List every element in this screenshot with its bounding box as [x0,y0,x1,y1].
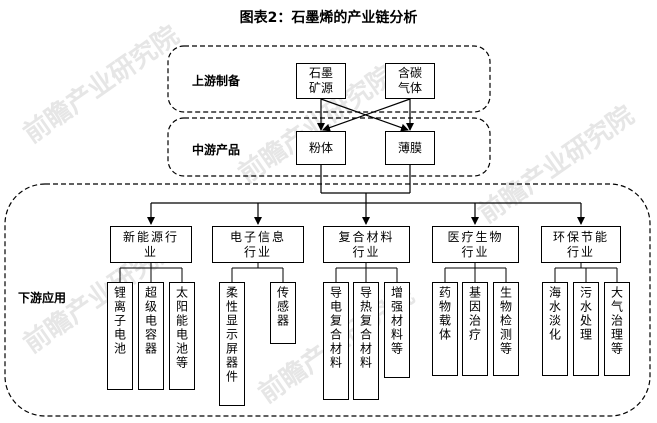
midstream-item-powder: 粉体 [296,131,346,165]
application-wastewater: 污水处理 [573,282,599,376]
application-drug-carrier: 药物载体 [432,282,458,376]
category-composites: 复合材料 行业 [323,226,410,263]
application-supercapacitor: 超级电容器 [138,282,164,390]
application-flexible-display: 柔性显示屏器件 [219,282,245,406]
category-label: 新能源行 业 [122,229,179,259]
application-solar-cell: 太阳能电池等 [169,282,195,390]
application-thermal-composite: 导热复合材料 [353,282,379,400]
category-medical-bio: 医疗生物 行业 [432,226,519,263]
application-lithium-battery: 锂离子电池 [107,282,133,390]
upstream-item-graphite-ore: 石墨 矿源 [296,63,346,99]
category-label: 环保节能 行业 [552,229,609,259]
midstream-item-label: 粉体 [308,140,333,155]
application-bio-detection: 生物检测等 [493,282,519,376]
application-air-treatment: 大气治理等 [604,282,630,376]
diagram-title: 图表2：石墨烯的产业链分析 [239,10,418,26]
upstream-item-label: 含碳 气体 [397,66,422,95]
category-label: 复合材料 行业 [338,229,395,259]
category-environmental: 环保节能 行业 [541,226,621,263]
upstream-item-label: 石墨 矿源 [308,66,333,95]
midstream-frame [167,117,491,177]
category-label: 医疗生物 行业 [447,229,504,259]
category-electronics: 电子信息 行业 [212,226,304,263]
stage-label-upstream: 上游制备 [192,74,241,88]
upstream-frame [167,45,491,113]
upstream-item-carbon-gas: 含碳 气体 [385,63,435,99]
application-gene-therapy: 基因治疗 [462,282,488,376]
application-sensor: 传感器 [270,282,296,344]
application-conductive-composite: 导电复合材料 [323,282,349,400]
application-reinforced-material: 增强材料等 [384,282,410,378]
category-label: 电子信息 行业 [229,229,286,259]
stage-label-midstream: 中游产品 [192,143,241,157]
midstream-item-film: 薄膜 [385,131,435,165]
stage-label-downstream: 下游应用 [18,291,67,305]
category-new-energy: 新能源行 业 [110,226,192,263]
application-desalination: 海水淡化 [542,282,568,376]
midstream-item-label: 薄膜 [397,140,422,155]
downstream-frame [4,183,651,417]
